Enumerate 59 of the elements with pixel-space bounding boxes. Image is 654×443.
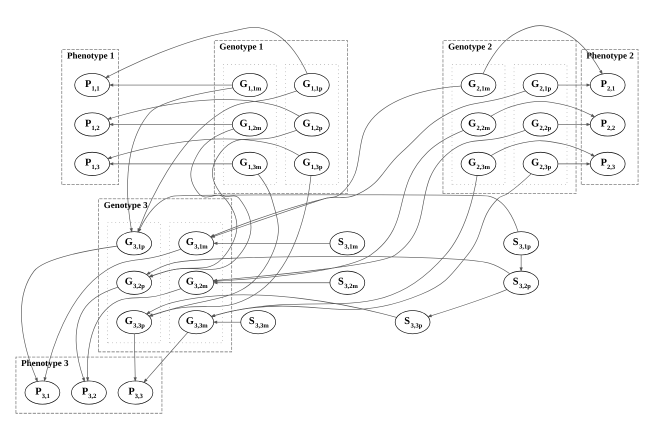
arrow xyxy=(104,26,308,78)
arrow xyxy=(558,122,592,126)
arrow xyxy=(108,82,233,86)
node-ellipse: G$_{1,1p}$ xyxy=(294,72,330,96)
arrow xyxy=(106,98,300,120)
arrow xyxy=(146,256,510,274)
node-ellipse: G$_{1,2m}$ xyxy=(232,112,268,136)
node-ellipse: P$_{3,3}$ xyxy=(118,380,154,404)
arrow xyxy=(108,122,233,126)
arrow xyxy=(21,245,118,382)
arrow xyxy=(134,333,137,382)
cluster xyxy=(107,222,161,343)
cluster xyxy=(169,222,223,343)
node-ellipse: G$_{1,3m}$ xyxy=(232,151,268,176)
node-ellipse: G$_{1,1m}$ xyxy=(232,72,268,96)
arrow xyxy=(148,128,238,277)
node-ellipse: G$_{1,3p}$ xyxy=(294,151,330,176)
arrow xyxy=(108,162,233,165)
arrow xyxy=(427,288,508,317)
arrow xyxy=(558,82,592,86)
cluster xyxy=(222,64,277,184)
node-ellipse: G$_{2,3m}$ xyxy=(460,151,496,176)
node-ellipse: G$_{1,2p}$ xyxy=(294,112,330,136)
arrow xyxy=(212,280,330,284)
arrow xyxy=(76,286,118,382)
cluster xyxy=(514,64,568,184)
arrow xyxy=(490,100,596,117)
node-ellipse: S$_{3,2m}$ xyxy=(330,270,366,294)
node-ellipse: P$_{2,1}$ xyxy=(590,72,626,96)
arrow xyxy=(482,24,603,74)
arrow xyxy=(212,320,241,324)
node-ellipse: G$_{2,2m}$ xyxy=(460,112,496,136)
arrow xyxy=(520,254,523,272)
cluster xyxy=(285,64,339,184)
arrow xyxy=(212,241,330,244)
node-ellipse: S$_{3,2p}$ xyxy=(503,270,539,294)
node-ellipse: G$_{2,2p}$ xyxy=(522,112,558,136)
arrow xyxy=(558,162,592,165)
arrow xyxy=(44,248,182,382)
node-ellipse: S$_{3,3p}$ xyxy=(394,310,430,334)
arrow xyxy=(490,140,596,156)
node-ellipse: P$_{1,3}$ xyxy=(74,151,110,176)
node-ellipse: S$_{3,1m}$ xyxy=(330,230,366,255)
node-ellipse: S$_{3,1p}$ xyxy=(503,230,539,255)
cluster xyxy=(452,64,506,184)
node-ellipse: G$_{2,1m}$ xyxy=(460,72,496,96)
arrow xyxy=(106,138,300,159)
node-ellipse: G$_{2,3p}$ xyxy=(522,151,558,176)
arrow xyxy=(86,288,182,382)
node-ellipse: P$_{3,1}$ xyxy=(24,380,60,404)
node-ellipse: G$_{3,1p}$ xyxy=(116,230,152,255)
node-ellipse: P$_{1,2}$ xyxy=(74,112,110,136)
arrow xyxy=(143,332,188,382)
node-ellipse: G$_{3,2m}$ xyxy=(178,270,214,294)
node-ellipse: P$_{3,2}$ xyxy=(71,380,107,404)
node-ellipse: G$_{3,3m}$ xyxy=(178,310,214,334)
node-ellipse: S$_{3,3m}$ xyxy=(240,310,276,334)
node-ellipse: G$_{2,1p}$ xyxy=(522,72,558,96)
arrow xyxy=(148,130,297,277)
